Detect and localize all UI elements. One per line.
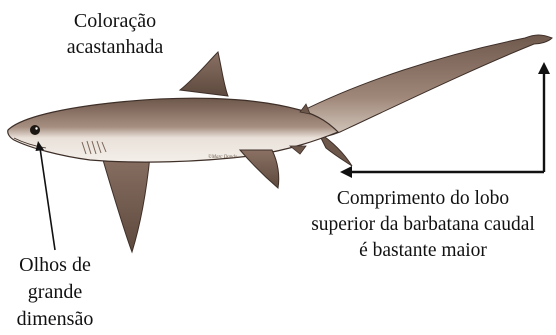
coloration-label-line-1: Coloração — [50, 8, 180, 34]
eyes-label-line-3: dimensão — [0, 306, 110, 333]
tail-label-line-2: superior da barbatana caudal — [290, 212, 556, 238]
dorsal-fin — [180, 52, 228, 96]
shark-body — [8, 98, 338, 162]
tail-label: Comprimento do lobo superior da barbatan… — [290, 186, 556, 264]
eyes-label-line-1: Olhos de — [0, 252, 110, 279]
eye-arrow — [36, 141, 56, 250]
tail-label-line-3: é bastante maior — [290, 238, 556, 264]
eyes-label-line-2: grande — [0, 279, 110, 306]
artist-credit: ©Marc Dando — [208, 154, 238, 160]
pectoral-fin — [100, 150, 150, 252]
shark-eye — [30, 125, 40, 135]
anal-fin — [290, 146, 306, 154]
caudal-fin-upper-lobe — [300, 35, 552, 138]
eyes-label: Olhos de grande dimensão — [0, 252, 110, 333]
shark-eye-highlight — [35, 127, 37, 129]
pelvic-fin — [240, 150, 279, 188]
coloration-label: Coloração acastanhada — [50, 8, 180, 60]
coloration-label-line-2: acastanhada — [50, 34, 180, 60]
tail-label-line-1: Comprimento do lobo — [290, 186, 556, 212]
